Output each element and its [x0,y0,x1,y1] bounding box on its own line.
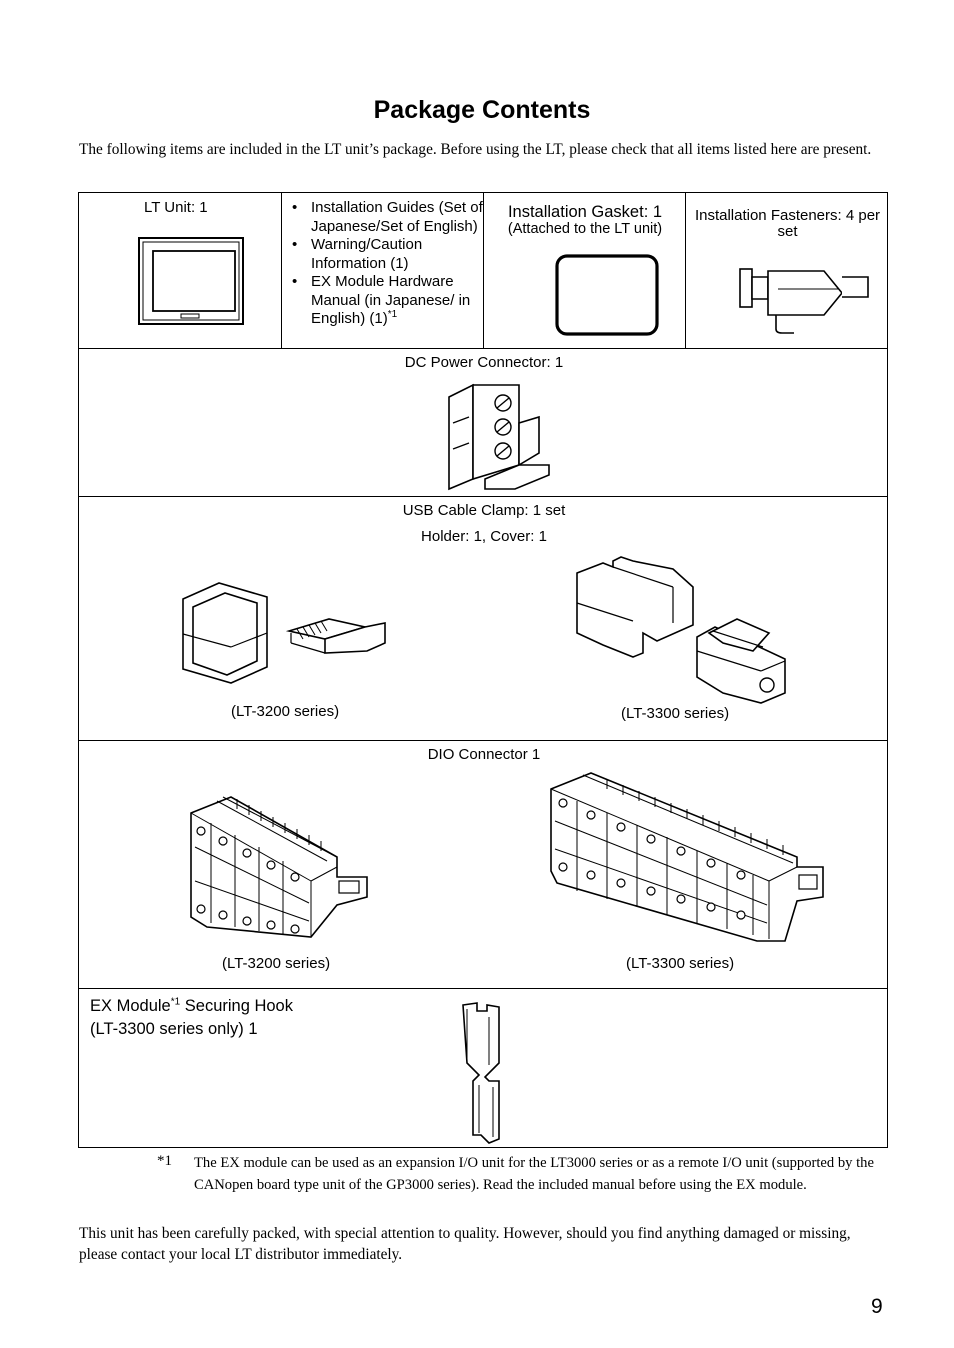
contents-row-1: LT Unit: 1 Installation Guides (Set of J… [79,193,887,349]
gasket-illustration [555,254,659,336]
package-contents-table: LT Unit: 1 Installation Guides (Set of J… [78,192,888,1148]
contents-row-2: DC Power Connector: 1 [79,349,887,497]
page-title: Package Contents [373,96,591,124]
dc-power-label: DC Power Connector: 1 [404,354,564,371]
document-list: Installation Guides (Set of Japanese/Set… [290,199,483,329]
cell-fasteners: Installation Fasteners: 4 per set [686,193,889,348]
usb-clamp-label: USB Cable Clamp: 1 set [402,502,566,519]
cell-gasket: Installation Gasket: 1 (Attached to the … [484,193,686,348]
page-number: 9 [871,1295,883,1318]
document-item: Installation Guides (Set of Japanese/Set… [290,199,483,236]
gasket-label: Installation Gasket: 1 [507,203,663,221]
dio-lt3300-caption: (LT-3300 series) [626,955,735,972]
fasteners-label: Installation Fasteners: 4 per set [694,207,881,240]
fastener-illustration [739,268,869,334]
usb-clamp-lt3200-illustration [182,582,386,684]
dc-power-connector-illustration [448,383,550,491]
closing-paragraph: This unit has been carefully packed, wit… [79,1225,851,1263]
dio-lt3200-illustration [190,796,368,938]
lt-unit-illustration [138,237,244,325]
document-item: EX Module Hardware Manual (in Japanese/ … [290,273,483,329]
usb-clamp-lt3300-illustration [576,556,786,704]
document-item: Warning/Caution Information (1) [290,236,483,273]
footnote-text: The EX module can be used as an expansio… [194,1155,874,1193]
dio-lt3200-caption: (LT-3200 series) [222,955,331,972]
footnote-mark: *1 [157,1153,172,1169]
usb-clamp-lt3200-caption: (LT-3200 series) [231,703,340,720]
contents-row-3: USB Cable Clamp: 1 set Holder: 1, Cover:… [79,497,887,741]
footnote-ref: *1 [387,309,398,320]
contents-row-4: DIO Connector 1 [79,741,887,989]
securing-hook-illustration [462,1002,500,1144]
usb-clamp-lt3300-caption: (LT-3300 series) [621,705,730,722]
gasket-note: (Attached to the LT unit) [507,221,663,237]
usb-clamp-sublabel: Holder: 1, Cover: 1 [421,528,547,545]
lt-unit-label: LT Unit: 1 [144,199,208,216]
intro-paragraph: The following items are included in the … [79,141,872,158]
footnote-ref: *1 [170,996,181,1008]
dio-lt3300-illustration [550,772,824,942]
contents-row-5: EX Module*1 Securing Hook (LT-3300 serie… [79,989,887,1147]
dio-connector-label: DIO Connector 1 [427,746,541,763]
ex-hook-label: EX Module*1 Securing Hook (LT-3300 serie… [90,996,293,1038]
cell-lt-unit: LT Unit: 1 [79,193,282,348]
cell-documents: Installation Guides (Set of Japanese/Set… [282,193,484,348]
